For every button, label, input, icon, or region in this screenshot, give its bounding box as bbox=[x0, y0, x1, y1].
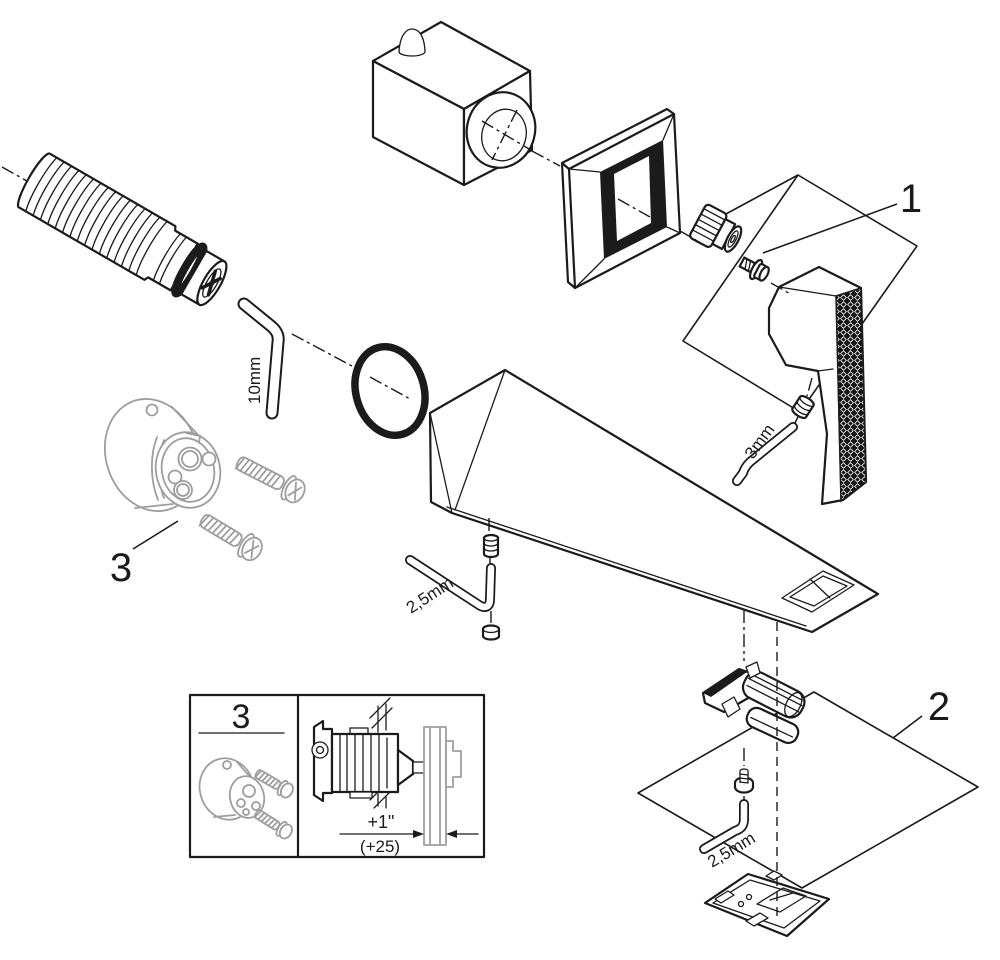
center-axes bbox=[1, 150, 813, 916]
hex-key-3mm: 3mm bbox=[732, 421, 798, 486]
inset-flange bbox=[198, 757, 266, 821]
square-escutcheon bbox=[560, 107, 682, 290]
inset-extension-sleeve bbox=[423, 726, 447, 846]
aerator-screw bbox=[733, 768, 755, 794]
inset-wall bbox=[369, 697, 395, 809]
inset-dimension: +1" (+25) bbox=[339, 812, 479, 856]
callout-2-leader bbox=[892, 715, 923, 739]
arrow-right-icon bbox=[413, 830, 424, 838]
spout-cap bbox=[481, 624, 501, 641]
flange-screw-upper bbox=[234, 456, 306, 504]
arrow-left-icon bbox=[446, 830, 457, 838]
inset-number-label: 3 bbox=[232, 698, 251, 736]
inset-valve-section bbox=[311, 719, 432, 803]
extension-nipple bbox=[16, 152, 228, 307]
inset-screw-upper bbox=[254, 769, 294, 799]
concealed-valve-box bbox=[371, 20, 537, 187]
lever-handle bbox=[767, 265, 868, 506]
knob-screw bbox=[738, 256, 770, 282]
dim-metric-label: (+25) bbox=[360, 837, 400, 856]
callout-1-leader bbox=[762, 203, 898, 254]
box-port-opening bbox=[481, 108, 527, 162]
mounting-flange bbox=[103, 398, 222, 512]
aerator-clip bbox=[701, 661, 806, 745]
aerator-cover-plate bbox=[703, 870, 831, 938]
box-port-crosshair bbox=[481, 109, 530, 161]
callout-1-label: 1 bbox=[900, 177, 922, 221]
handle-knurled-panel bbox=[835, 286, 867, 503]
hex10-label: 10mm bbox=[245, 357, 264, 404]
callout-2-label: 2 bbox=[928, 685, 950, 729]
adjuster-knob bbox=[689, 203, 743, 253]
callout-3: 3 bbox=[110, 520, 179, 590]
handle-set-screw bbox=[791, 394, 815, 420]
callout-2-frame bbox=[637, 691, 979, 889]
dim-imperial-label: +1" bbox=[368, 812, 395, 832]
spout bbox=[428, 368, 880, 634]
escutcheon-bevel-lines bbox=[568, 113, 681, 289]
hex25-spout-label: 2,5mm bbox=[403, 573, 457, 617]
hex-key-2-5mm-aerator: 2,5mm bbox=[699, 799, 759, 871]
callout-3-leader bbox=[132, 520, 179, 550]
inset-border bbox=[188, 693, 486, 859]
escutcheon-inner-shadow bbox=[600, 140, 667, 259]
escutcheon-thickness bbox=[560, 107, 676, 290]
o-ring bbox=[351, 342, 429, 440]
callout-3-label: 3 bbox=[110, 546, 132, 590]
inset-escutcheon-profile bbox=[445, 740, 462, 788]
spout-set-screw bbox=[482, 533, 500, 559]
box-dome bbox=[398, 28, 426, 57]
inset-panel: 3 bbox=[188, 693, 486, 859]
flange-screw-lower bbox=[198, 514, 263, 562]
hex-key-2-5mm-spout: 2,5mm bbox=[403, 555, 496, 617]
spout-outlet-window bbox=[781, 570, 855, 613]
hex-key-10mm: 10mm bbox=[237, 297, 285, 420]
callout-2: 2 bbox=[637, 685, 979, 889]
inset-screw-lower bbox=[253, 809, 293, 840]
